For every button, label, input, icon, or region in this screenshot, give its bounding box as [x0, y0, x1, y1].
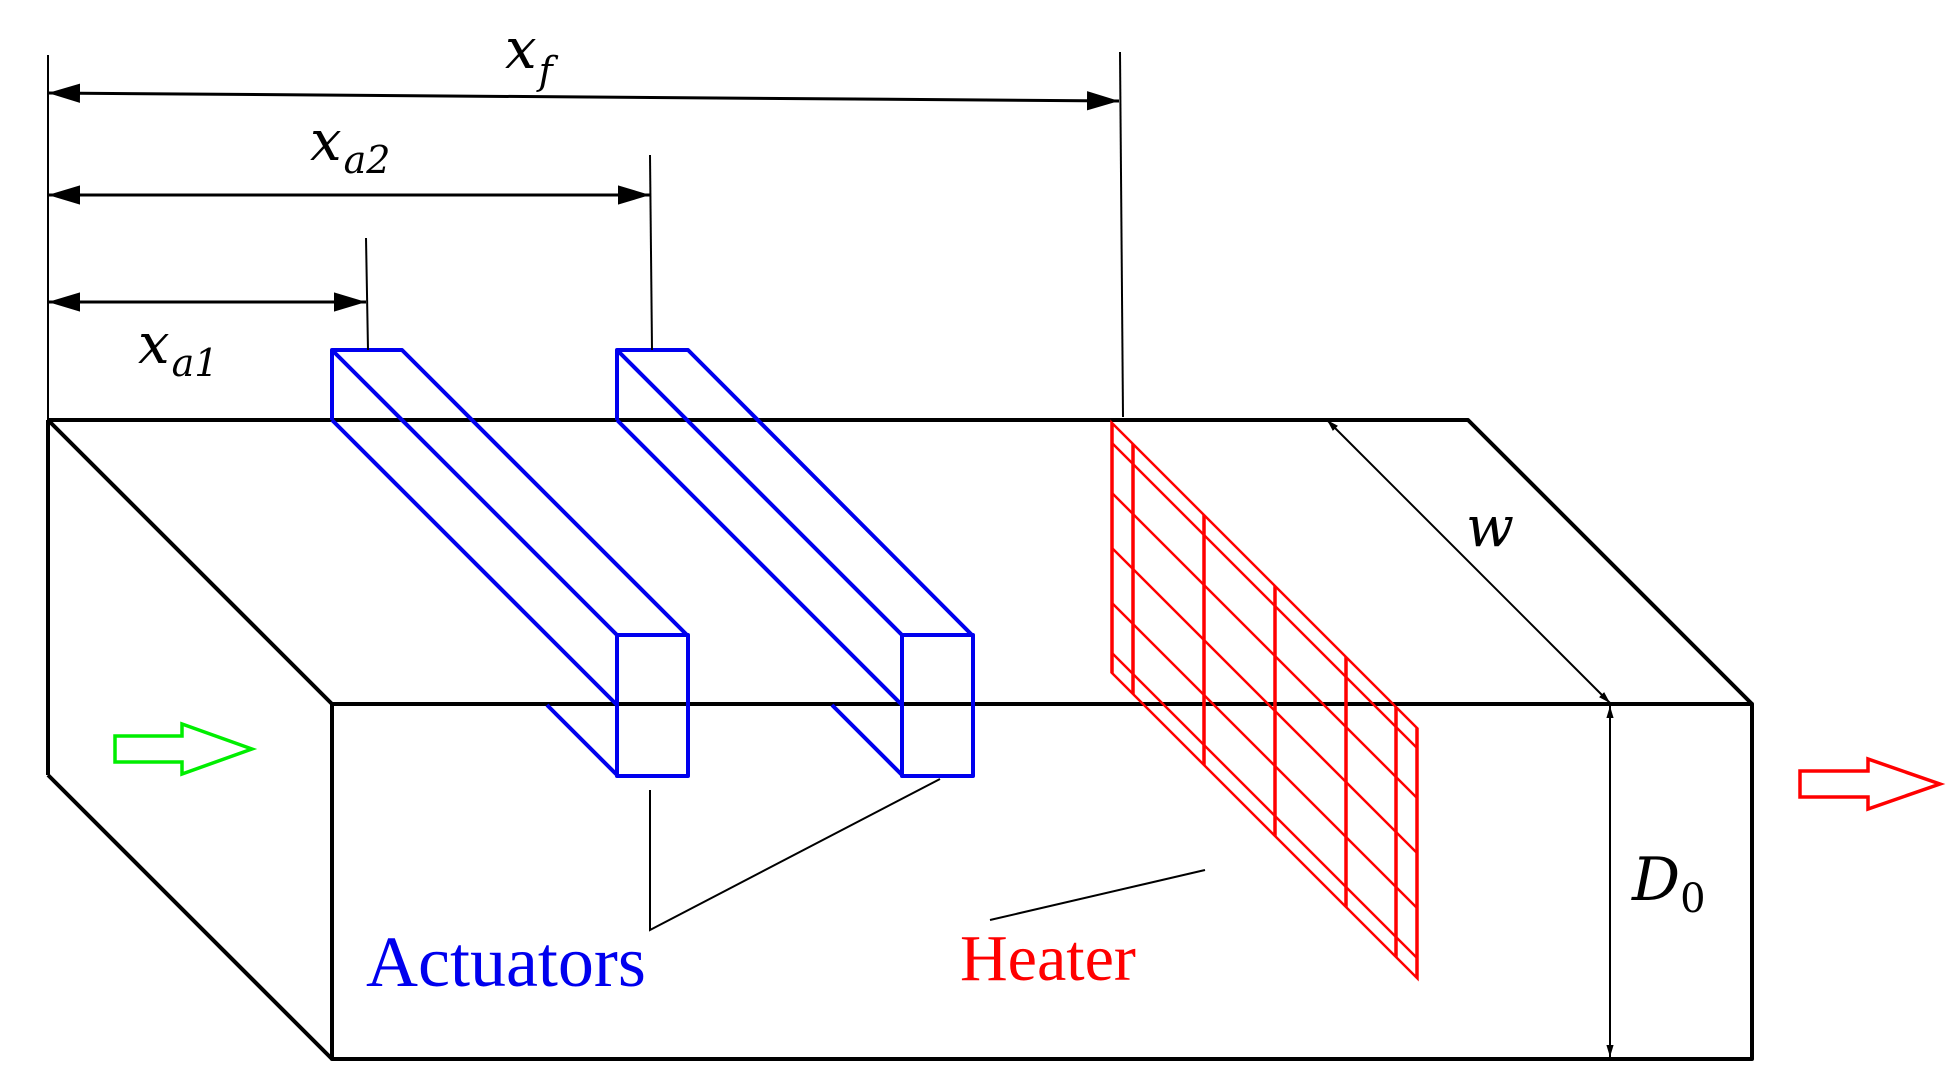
xf-dimension-arrow	[47, 83, 1120, 111]
dimension-lines	[47, 51, 1614, 1057]
heater-grid	[1110, 419, 1419, 982]
xa1-label: xa1	[138, 312, 218, 385]
duct-bottom-left-diagonal	[46, 773, 334, 1061]
w-dimension-arrow	[1326, 419, 1611, 704]
actuators-label: Actuators	[366, 922, 646, 1002]
d0-label: D0	[1631, 845, 1706, 922]
xa1-extension-line	[365, 237, 369, 351]
xa2-label: xa2	[310, 109, 390, 182]
duct-front-face	[330, 702, 1754, 1061]
actuator-1	[330, 348, 690, 778]
xf-label: xf	[505, 17, 559, 93]
xf-extension-line	[1119, 51, 1124, 418]
heater-label: Heater	[960, 922, 1136, 995]
right-arrow-icon	[1798, 756, 1946, 812]
xa2-extension-line	[649, 154, 653, 351]
actuator-2	[615, 348, 975, 778]
duct-top-left-diagonal	[46, 418, 334, 706]
right-arrow-icon	[113, 721, 258, 777]
actuators-leader-line	[649, 778, 941, 932]
w-label: w	[1466, 495, 1514, 560]
heater-leader-line	[989, 869, 1206, 921]
